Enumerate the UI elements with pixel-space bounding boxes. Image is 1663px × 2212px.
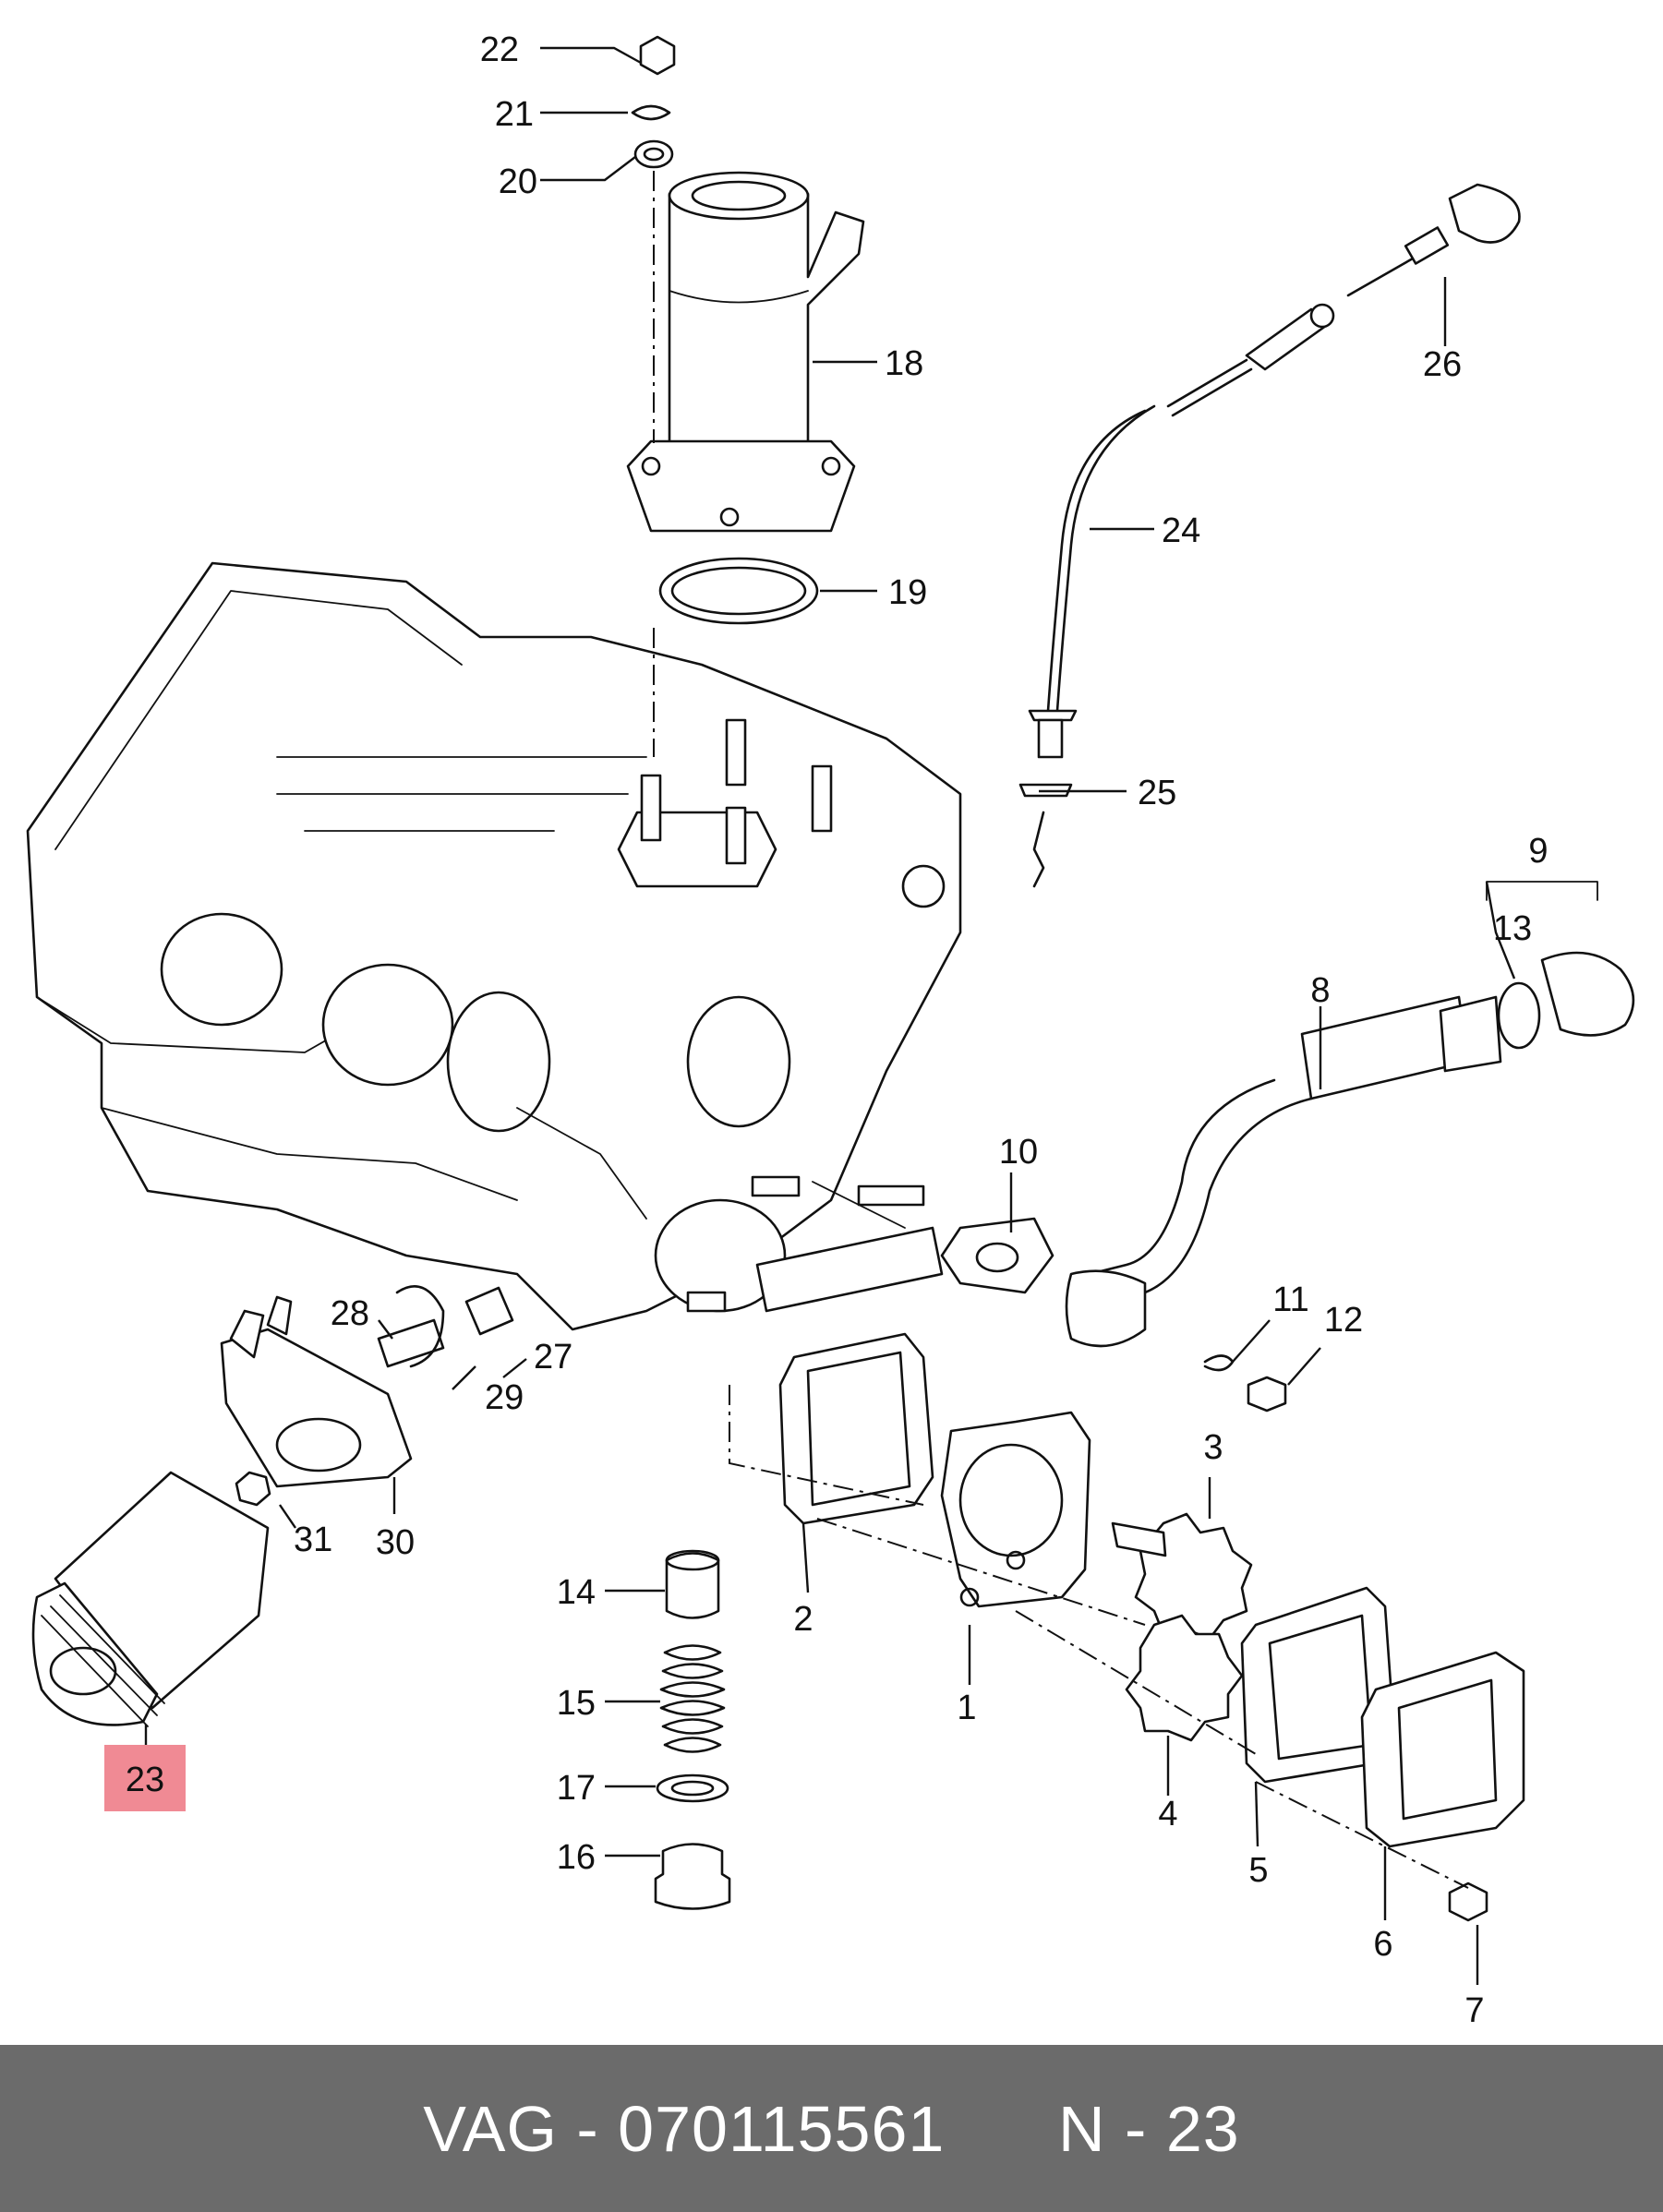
part-label-14: 14 [557, 1573, 596, 1612]
part-label-31: 31 [294, 1521, 332, 1559]
exploded-parts-diagram: 22 21 20 18 19 24 25 26 9 13 8 10 11 12 … [26, 30, 1635, 2030]
part-number: 070115561 [618, 2092, 946, 2165]
part-label-28: 28 [331, 1294, 369, 1333]
part-label-20: 20 [499, 162, 537, 201]
part-label-13: 13 [1493, 909, 1532, 948]
caption-gap [945, 2093, 1058, 2165]
oil-filter-assembly [31, 1285, 514, 1727]
part-label-7: 7 [1464, 1991, 1484, 2030]
position-number: 23 [1165, 2092, 1240, 2165]
part-label-6: 6 [1373, 1925, 1392, 1964]
filler-pipe-assembly [940, 881, 1635, 1413]
part-label-10: 10 [999, 1133, 1038, 1172]
part-label-12: 12 [1324, 1301, 1363, 1340]
oil-pump-assembly [729, 1332, 1525, 1922]
part-label-29: 29 [485, 1378, 524, 1417]
relief-valve-assembly [654, 1549, 731, 1910]
part-label-11: 11 [1272, 1280, 1308, 1319]
part-caption-bar: VAG - 070115561 N - 23 [0, 2045, 1663, 2212]
part-label-22: 22 [480, 30, 519, 69]
part-label-4: 4 [1158, 1795, 1177, 1833]
part-label-25: 25 [1138, 774, 1176, 812]
caption-separator: - [557, 2092, 619, 2165]
part-label-15: 15 [557, 1684, 596, 1723]
part-label-17: 17 [557, 1769, 596, 1808]
part-label-23: 23 [126, 1761, 164, 1799]
filler-neck-assembly [626, 35, 865, 757]
part-caption: VAG - 070115561 N - 23 [423, 2092, 1239, 2166]
engine-block-drawing [26, 561, 962, 1331]
part-label-8: 8 [1310, 971, 1330, 1010]
part-label-3: 3 [1203, 1428, 1223, 1467]
part-label-26: 26 [1423, 345, 1462, 384]
brand-name: VAG [423, 2092, 558, 2165]
part-label-27: 27 [534, 1338, 572, 1376]
leader-lines [144, 46, 1516, 1985]
part-label-5: 5 [1248, 1851, 1268, 1890]
highlight-box-23 [104, 1745, 186, 1811]
part-label-21: 21 [495, 95, 534, 134]
part-label-1: 1 [957, 1689, 976, 1727]
position-prefix: N - [1058, 2092, 1166, 2165]
part-label-19: 19 [888, 573, 927, 612]
part-label-9: 9 [1528, 832, 1548, 871]
part-label-30: 30 [376, 1523, 415, 1562]
part-labels: 22 21 20 18 19 24 25 26 9 13 8 10 11 12 … [126, 30, 1549, 2030]
diagram-canvas: 22 21 20 18 19 24 25 26 9 13 8 10 11 12 … [26, 30, 1635, 2030]
part-label-18: 18 [885, 344, 923, 383]
part-label-24: 24 [1162, 511, 1200, 550]
part-label-2: 2 [793, 1600, 813, 1639]
part-label-16: 16 [557, 1838, 596, 1877]
